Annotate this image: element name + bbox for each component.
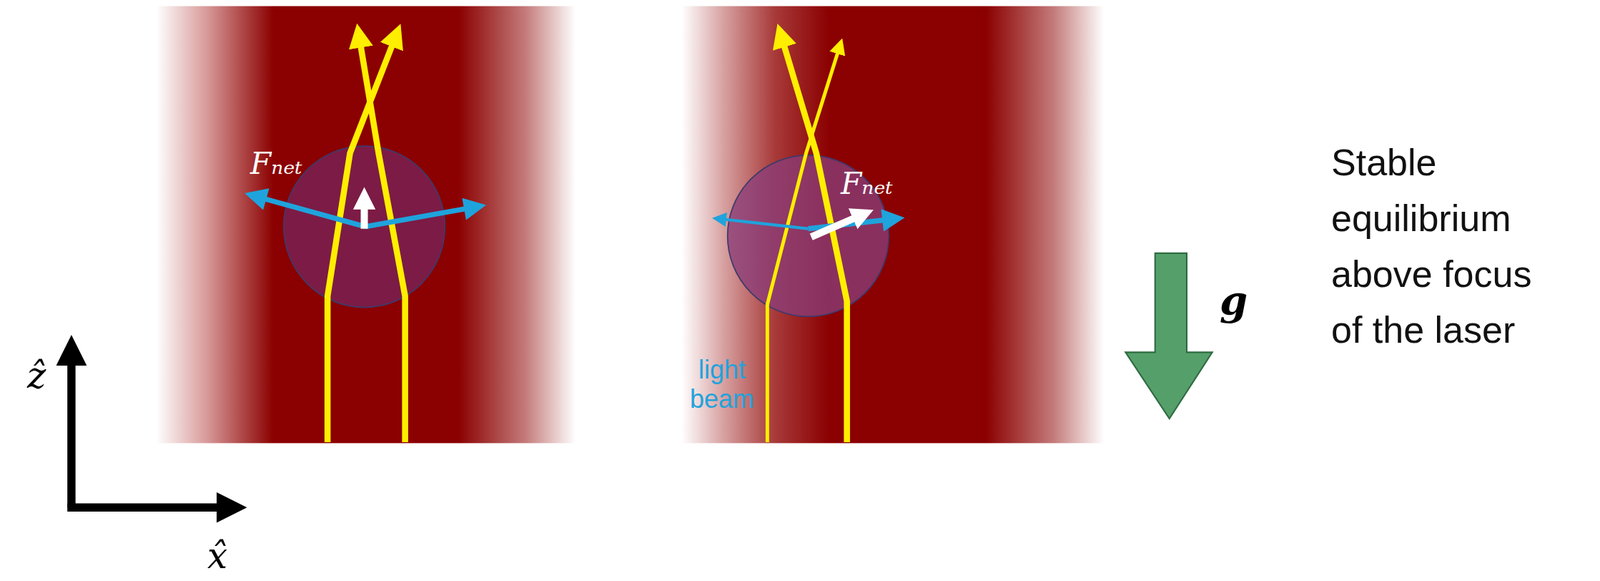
axis-label: x̂ xyxy=(207,537,228,574)
gravity-label: g xyxy=(1219,280,1248,321)
axis-label: ẑ xyxy=(27,357,46,394)
force-label: Fₙₑₜ xyxy=(840,168,893,199)
note-text: Stable equilibrium above focus of the la… xyxy=(1331,134,1568,358)
force-label: Fₙₑₜ xyxy=(250,148,303,179)
beam-label: light beam xyxy=(682,354,762,414)
